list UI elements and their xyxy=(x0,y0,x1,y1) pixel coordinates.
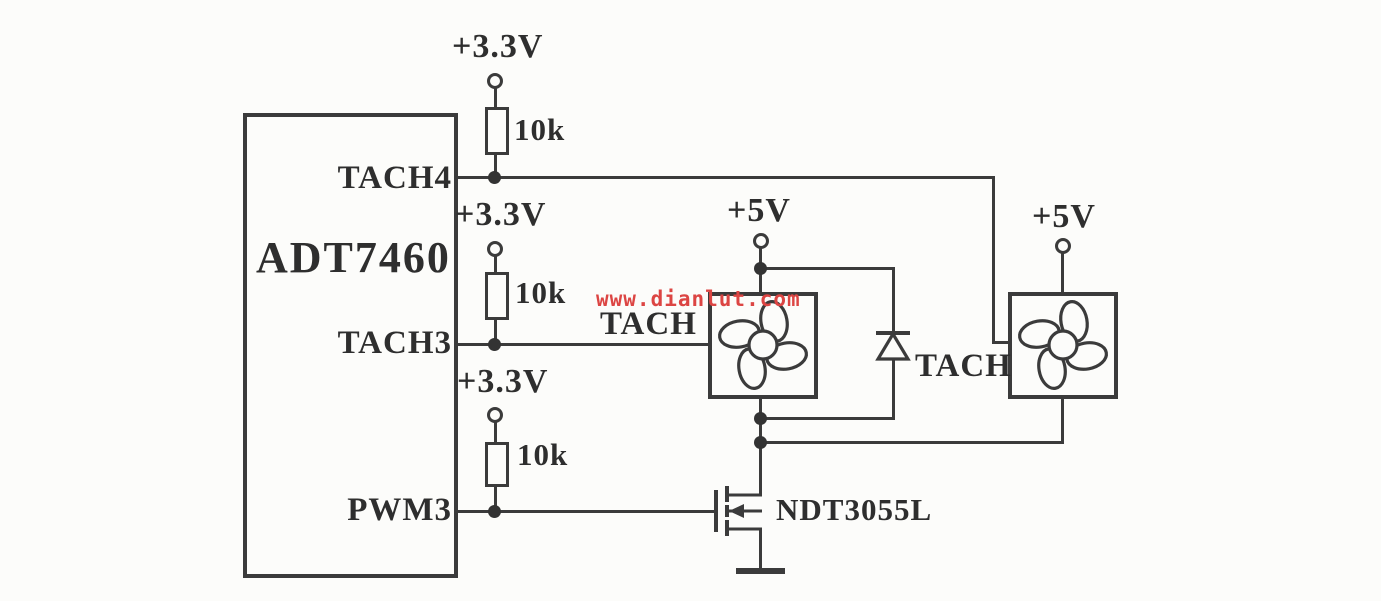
wire-tach3-horizontal xyxy=(457,343,710,346)
diode-icon xyxy=(875,330,911,361)
watermark-text: www.dianlut.com xyxy=(596,287,801,311)
wire-pwm3-horizontal xyxy=(457,510,716,513)
junction-tach4-pullup xyxy=(488,171,501,184)
supply-label-5v-fan2: +5V xyxy=(1032,198,1096,235)
fan2-tach-label: TACH xyxy=(915,348,1012,384)
supply-label-3v3-1: +3.3V xyxy=(452,28,544,65)
wire-bottom-bus xyxy=(759,441,1064,444)
junction-bottom-bus xyxy=(754,436,767,449)
ic-name: ADT7460 xyxy=(256,233,451,282)
wire-r2-bottom-lead xyxy=(494,319,497,345)
wire-fan2-bottom xyxy=(1061,397,1064,443)
resistor-r2-body xyxy=(485,272,509,320)
pin-label-pwm3: PWM3 xyxy=(347,492,452,528)
wire-r1-bottom-lead xyxy=(494,154,497,178)
resistor-r1-body xyxy=(485,107,509,155)
ic-adt7460-outline xyxy=(243,113,458,578)
junction-pwm3-pullup xyxy=(488,505,501,518)
wire-r3-top-lead xyxy=(494,422,497,443)
supply-terminal-5v-fan1 xyxy=(753,233,769,249)
wire-diode-top xyxy=(759,267,895,270)
resistor-r1-value: 10k xyxy=(514,112,566,147)
resistor-r3-body xyxy=(485,442,509,487)
supply-label-3v3-2: +3.3V xyxy=(455,196,547,233)
supply-label-3v3-3: +3.3V xyxy=(457,363,549,400)
wire-tach4-vertical xyxy=(992,176,995,344)
wire-r3-bottom-lead xyxy=(494,486,497,512)
pin-label-tach4: TACH4 xyxy=(337,160,452,196)
fan1-icon xyxy=(708,292,818,399)
junction-tach3-pullup xyxy=(488,338,501,351)
junction-fan1-diode xyxy=(754,412,767,425)
mosfet-icon xyxy=(714,478,785,574)
wire-tach4-fan2-stub xyxy=(992,341,1010,344)
resistor-r2-value: 10k xyxy=(515,275,567,310)
supply-label-5v-fan1: +5V xyxy=(727,192,791,229)
supply-terminal-5v-fan2 xyxy=(1055,238,1071,254)
supply-terminal-3v3-1 xyxy=(487,73,503,89)
junction-fan1-vcc xyxy=(754,262,767,275)
fan2-icon xyxy=(1008,292,1118,399)
mosfet-part-label: NDT3055L xyxy=(776,492,933,527)
wire-r1-top-lead xyxy=(494,88,497,108)
fan1-tach-label: TACH xyxy=(600,306,697,342)
wire-tach4-horizontal xyxy=(457,176,995,179)
wire-fan2-vcc xyxy=(1061,253,1064,292)
wire-r2-top-lead xyxy=(494,256,497,273)
supply-terminal-3v3-2 xyxy=(487,241,503,257)
pin-label-tach3: TACH3 xyxy=(337,325,452,361)
supply-terminal-3v3-3 xyxy=(487,407,503,423)
resistor-r3-value: 10k xyxy=(517,437,569,472)
wire-diode-bottom xyxy=(759,417,895,420)
